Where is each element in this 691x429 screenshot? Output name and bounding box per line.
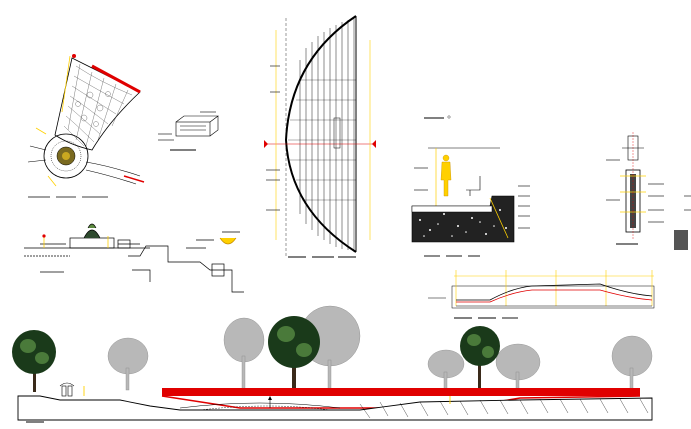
plan-fan-view <box>27 54 145 198</box>
fountain-section <box>24 223 150 273</box>
bench-detail <box>158 111 219 151</box>
retaining-wall-section <box>128 231 244 293</box>
tree-dark-3 <box>460 326 500 390</box>
ground-hatch <box>419 209 507 237</box>
ground-mass <box>411 195 515 243</box>
half-dome-elevation <box>264 15 376 258</box>
walkway-paths <box>27 145 141 185</box>
soil-hatch <box>359 398 649 419</box>
red-edge-band <box>91 64 141 94</box>
profile-ticks <box>455 270 653 306</box>
site-section-view <box>12 305 653 423</box>
grey-trees <box>107 305 653 391</box>
tree-grey-1 <box>107 337 149 391</box>
dark-trees <box>12 316 500 392</box>
tree-grey-6 <box>611 335 653 391</box>
tree-dark-2 <box>268 316 320 390</box>
tree-grey-2 <box>223 317 265 391</box>
dome-dimensions <box>275 30 371 240</box>
dome-ribs <box>299 18 355 252</box>
tree-dark-1 <box>12 330 56 392</box>
profile-red-line <box>456 289 653 303</box>
dome-purlins <box>288 79 356 201</box>
entry-gate <box>59 382 75 397</box>
red-marker <box>72 54 76 58</box>
figure-section-view <box>411 115 530 257</box>
column-labels <box>606 159 664 223</box>
profile-upper-line <box>456 283 653 301</box>
tree-grey-5 <box>495 343 541 391</box>
slab-layer <box>411 205 493 213</box>
yellow-dimension-marks <box>35 55 71 187</box>
circular-plaza <box>43 133 89 179</box>
fountain-section-annotations <box>43 236 109 248</box>
stone-paving-hatch <box>63 63 133 147</box>
material-swatch <box>674 230 688 250</box>
section-marker <box>42 234 46 238</box>
tree-grey-4 <box>427 349 465 391</box>
bench-profile <box>466 176 481 196</box>
red-walkway-edge <box>123 175 145 183</box>
fan-outline <box>54 57 141 151</box>
column-detail-view <box>606 132 691 250</box>
dome-outline <box>284 15 357 253</box>
figure-section-labels <box>414 167 530 229</box>
profile-strip-view <box>428 270 655 319</box>
dome-leader-labels <box>266 65 280 211</box>
human-scale-figure <box>440 154 452 197</box>
red-platform <box>162 388 640 396</box>
center-column <box>333 117 341 149</box>
ground-profile <box>17 395 653 421</box>
